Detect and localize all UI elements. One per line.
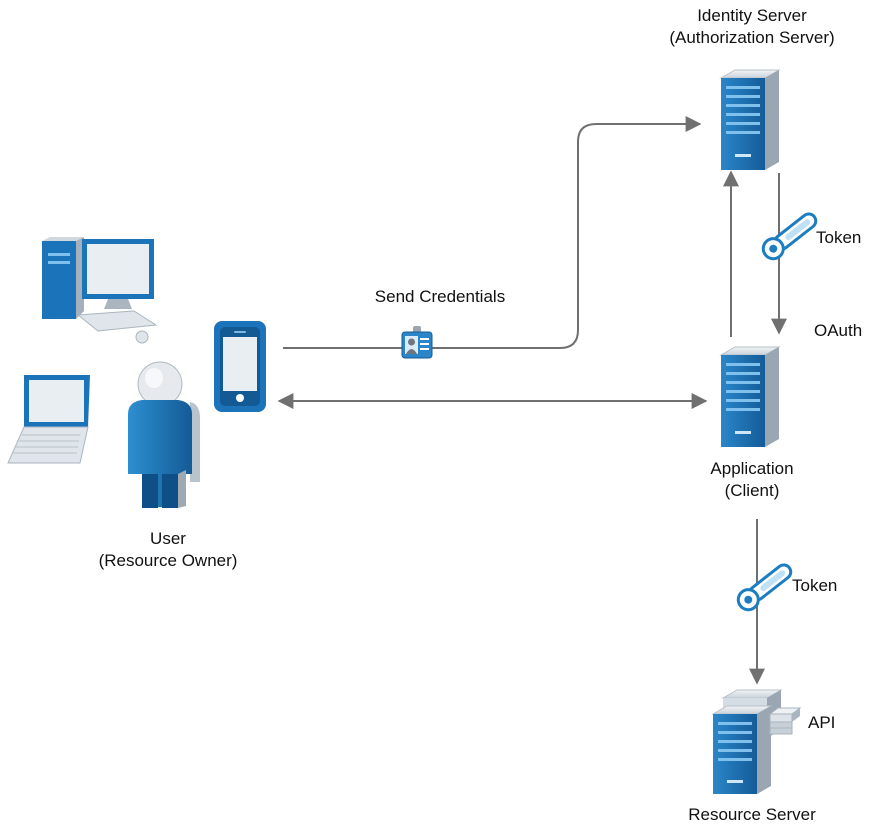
- token-label-bottom: Token: [792, 576, 838, 595]
- connectors: [277, 116, 787, 685]
- application-server-icon: [719, 346, 781, 447]
- application-title: Application: [710, 459, 794, 478]
- application-subtitle: (Client): [724, 481, 780, 500]
- identity-server-icon: [719, 69, 781, 170]
- token-key-icon-2: [736, 563, 793, 612]
- application-label: Application (Client): [682, 458, 822, 502]
- resource-server-title: Resource Server: [688, 805, 816, 824]
- oauth-label: OAuth: [814, 321, 863, 340]
- send-credentials-label: Send Credentials: [374, 287, 506, 306]
- resource-server-icon: [711, 689, 783, 794]
- mobile-phone-icon: [214, 321, 266, 412]
- user-subtitle: (Resource Owner): [98, 551, 238, 570]
- laptop-icon: [7, 375, 90, 464]
- resource-server-label: Resource Server: [662, 804, 842, 826]
- user-label: User (Resource Owner): [68, 528, 268, 572]
- identity-server-label: Identity Server (Authorization Server): [632, 5, 872, 49]
- user-person-icon: [128, 361, 200, 508]
- api-label: API: [808, 713, 836, 732]
- user-title: User: [150, 529, 186, 548]
- id-card-icon: [401, 326, 433, 359]
- identity-server-subtitle: (Authorization Server): [669, 28, 835, 47]
- token-key-icon: [761, 212, 818, 261]
- send-credentials-arrow: [283, 116, 702, 349]
- api-module-icon: [768, 707, 802, 735]
- token-label-top: Token: [816, 228, 862, 247]
- desktop-computer-icon: [42, 237, 158, 344]
- identity-server-title: Identity Server: [697, 6, 807, 25]
